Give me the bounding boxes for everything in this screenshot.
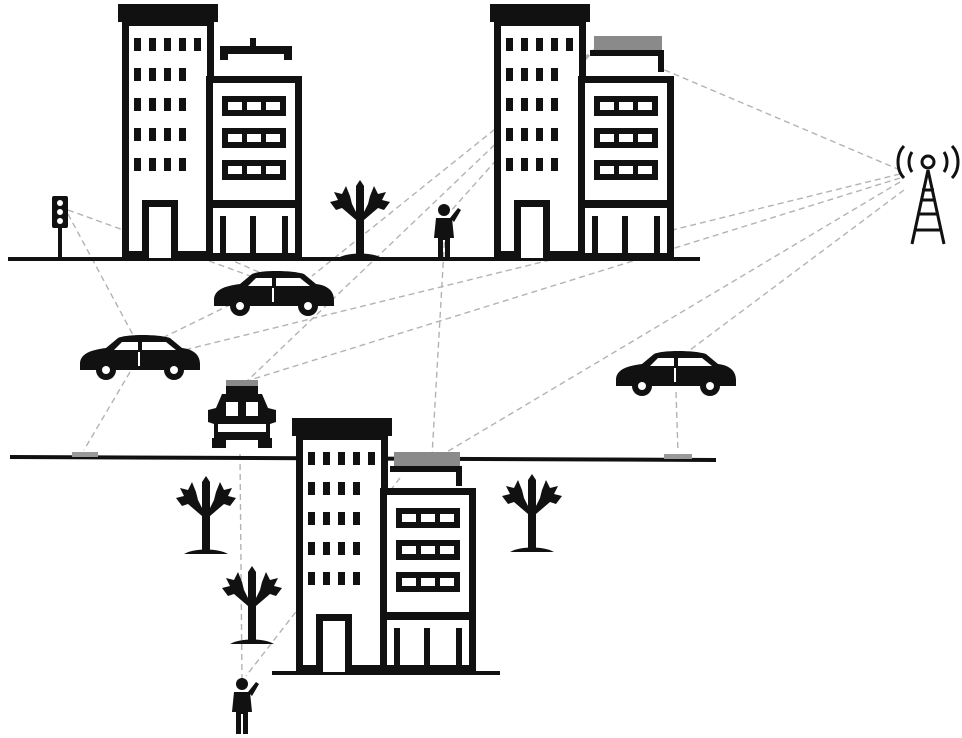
person-phone-icon bbox=[434, 204, 461, 260]
link-traffic-light-to-car-top bbox=[67, 209, 257, 279]
road-sensor-icon bbox=[664, 454, 692, 459]
link-tower-to-car-left bbox=[159, 173, 901, 357]
tree-icon bbox=[222, 566, 282, 644]
link-tower-to-car-right bbox=[689, 189, 905, 351]
link-robot-to-person-bottom bbox=[239, 453, 243, 681]
building-icon bbox=[490, 4, 590, 258]
link-tower-to-robot bbox=[249, 177, 901, 381]
link-tower-top-right-building bbox=[659, 67, 901, 171]
building-icon bbox=[118, 4, 218, 258]
link-person-to-bottom-reflector bbox=[431, 231, 446, 457]
traffic-light-icon bbox=[52, 196, 68, 260]
link-tower-reflector-to-person bbox=[449, 47, 597, 213]
link-traffic-light-to-car-left bbox=[67, 213, 141, 349]
tree-icon bbox=[330, 180, 390, 258]
car-icon bbox=[214, 271, 334, 316]
robot-vehicle-icon bbox=[208, 380, 276, 448]
tree-icon bbox=[176, 476, 236, 554]
building-icon bbox=[578, 76, 674, 260]
building-icon bbox=[380, 488, 476, 672]
tree-icon bbox=[502, 474, 562, 552]
reflecting-surface-icon bbox=[390, 452, 462, 486]
link-car-left-to-sensor bbox=[83, 371, 131, 451]
link-car-top-to-car-left bbox=[149, 299, 241, 345]
reflecting-surface-icon bbox=[590, 36, 664, 72]
road-sensor-icon bbox=[72, 452, 98, 457]
cell-tower-icon bbox=[896, 144, 960, 246]
building-icon bbox=[292, 418, 392, 672]
car-icon bbox=[616, 351, 736, 396]
link-car-right-to-sensor bbox=[675, 391, 679, 453]
person-phone-icon bbox=[232, 678, 259, 734]
building-icon bbox=[206, 38, 302, 260]
car-icon bbox=[80, 335, 200, 380]
